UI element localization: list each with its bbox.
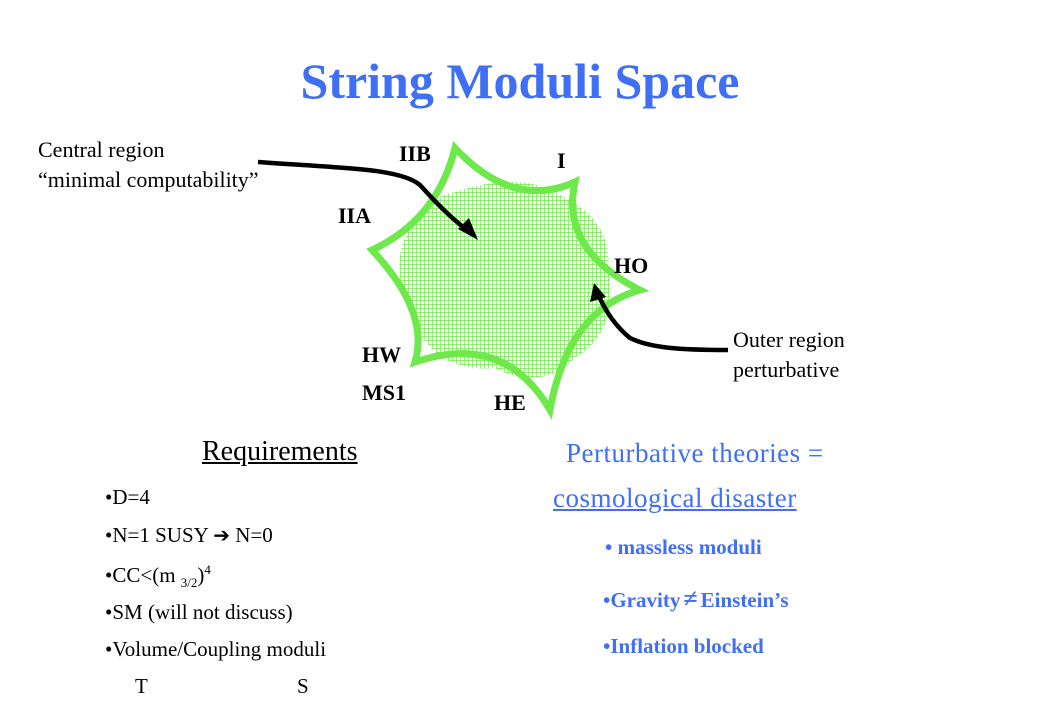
outer-region-annotation: Outer region perturbative <box>733 325 845 385</box>
outer-annotation-line1: Outer region <box>733 327 845 352</box>
moduli-space-boundary <box>366 140 650 421</box>
req-item-volume-t: T <box>135 674 148 698</box>
problem-massless-moduli: • massless moduli <box>605 535 762 559</box>
central-annotation-line2: “minimal computability” <box>38 167 259 192</box>
req-item-cc: •CC<(m 3/2)4 <box>105 562 211 591</box>
req-cc-pre: •CC<(m <box>105 563 176 587</box>
label-ms1: MS1 <box>362 380 406 405</box>
perturbative-heading-line1: Perturbative theories = <box>566 438 824 468</box>
not-equal-icon: ≠ <box>683 584 698 613</box>
arrow-right-icon: ➔ <box>213 523 231 547</box>
req-susy-pre: •N=1 SUSY <box>105 523 209 547</box>
requirements-heading: Requirements <box>202 436 358 467</box>
req-cc-sub: 3/2 <box>180 575 198 591</box>
label-hw: HW <box>362 342 402 367</box>
slide-title: String Moduli Space <box>300 53 740 109</box>
req-cc-close: ) <box>197 563 205 587</box>
central-arrowhead <box>458 218 478 240</box>
req-item-volume: •Volume/Coupling moduli <box>105 637 327 661</box>
problem-gravity: •Gravity≠Einstein’s <box>603 584 789 614</box>
req-item-sm: •SM (will not discuss) <box>105 600 293 624</box>
central-region-annotation: Central region “minimal computability” <box>38 135 259 195</box>
outer-arrowhead <box>590 283 606 302</box>
label-iib: IIB <box>399 141 431 166</box>
central-region <box>399 181 611 378</box>
req-cc-sup: 4 <box>204 562 211 577</box>
outer-annotation-line2: perturbative <box>733 357 840 382</box>
problem-inflation: •Inflation blocked <box>603 634 764 658</box>
req-item-d4: •D=4 <box>105 485 150 509</box>
req-item-volume-s: S <box>297 674 309 698</box>
label-ho: HO <box>614 253 649 278</box>
problem-gravity-post: Einstein’s <box>700 588 789 612</box>
central-arrow <box>257 159 472 234</box>
label-iia: IIA <box>338 203 372 228</box>
req-item-susy: •N=1 SUSY ➔ N=0 <box>105 523 273 548</box>
problem-gravity-pre: •Gravity <box>603 588 681 612</box>
perturbative-heading-line2: cosmological disaster <box>553 483 797 513</box>
label-i: I <box>557 148 566 173</box>
label-he: HE <box>494 390 526 415</box>
req-susy-post: N=0 <box>235 523 273 547</box>
central-annotation-line1: Central region <box>38 137 165 162</box>
outer-arrow <box>595 293 729 353</box>
